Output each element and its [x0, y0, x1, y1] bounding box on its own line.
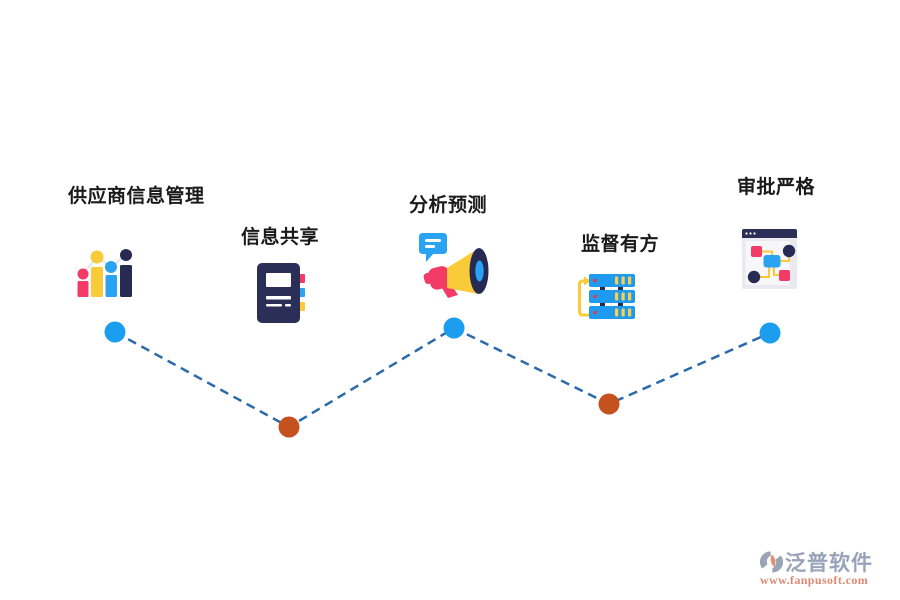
connector-line: [114, 326, 771, 429]
timeline-dot-2: [278, 416, 300, 438]
people-growth-chart-icon: [77, 249, 132, 297]
step-label-3: 分析预测: [409, 195, 488, 216]
loop-arrow-icon: [578, 279, 591, 317]
timeline-dot-4: [598, 393, 620, 415]
timeline-dot-5: [759, 322, 781, 344]
megaphone-icon: [419, 233, 489, 298]
watermark: 泛普软件 www.fanpusoft.com: [760, 550, 890, 590]
server-slots: [615, 276, 632, 317]
step-label-2: 信息共享: [241, 227, 320, 248]
timeline-dot-3: [443, 317, 465, 339]
approval-flowchart-icon: [742, 229, 797, 289]
brand-url: www.fanpusoft.com: [760, 573, 869, 587]
step-label-1: 供应商信息管理: [68, 186, 205, 207]
step-label-5: 审批严格: [737, 177, 816, 198]
notebook-icon: [257, 263, 305, 323]
megaphone-body: [423, 248, 489, 298]
brand-name: 泛普软件: [785, 552, 873, 575]
timeline-dot-1: [104, 321, 126, 343]
fanpu-logo-icon: [760, 551, 783, 573]
step-label-4: 监督有方: [581, 234, 660, 255]
speech-bubble-icon: [419, 233, 447, 262]
server-stack-icon: [578, 274, 635, 319]
